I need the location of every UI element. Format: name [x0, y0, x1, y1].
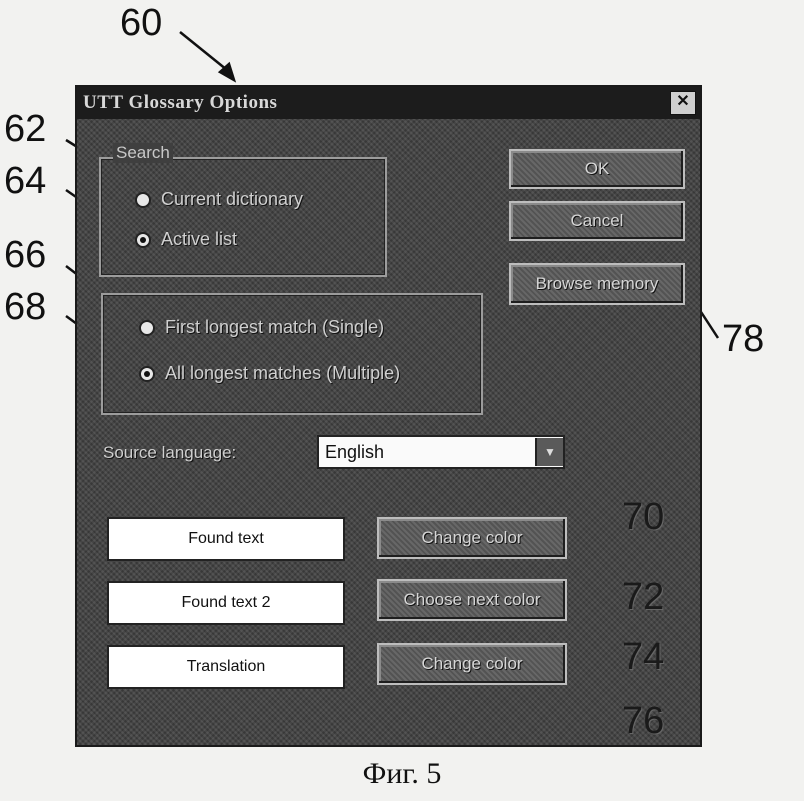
radio-button[interactable]	[139, 320, 155, 336]
cancel-button[interactable]: Cancel	[509, 201, 685, 241]
ref-76: 76	[622, 702, 664, 740]
radio-label: Active list	[161, 229, 237, 250]
ref-66: 66	[4, 236, 46, 274]
window-title: UTT Glossary Options	[83, 92, 277, 114]
radio-button[interactable]	[139, 366, 155, 382]
radio-label: Current dictionary	[161, 189, 303, 210]
chevron-down-icon[interactable]: ▼	[535, 438, 563, 466]
radio-current-dictionary[interactable]: Current dictionary	[135, 189, 303, 210]
ref-62: 62	[4, 110, 46, 148]
source-language-label: Source language:	[103, 443, 236, 463]
title-bar[interactable]: UTT Glossary Options ✕	[77, 87, 700, 119]
ref-64: 64	[4, 162, 46, 200]
radio-active-list[interactable]: Active list	[135, 229, 237, 250]
radio-all-longest-matches[interactable]: All longest matches (Multiple)	[139, 363, 400, 384]
glossary-options-dialog: UTT Glossary Options ✕ Search Current di…	[75, 85, 702, 747]
radio-label: All longest matches (Multiple)	[165, 363, 400, 384]
ref-74: 74	[622, 638, 664, 676]
radio-first-longest-match[interactable]: First longest match (Single)	[139, 317, 384, 338]
choose-next-color-button[interactable]: Choose next color	[377, 579, 567, 621]
ref-60: 60	[120, 4, 162, 42]
change-color-button-1[interactable]: Change color	[377, 517, 567, 559]
ok-button[interactable]: OK	[509, 149, 685, 189]
close-button[interactable]: ✕	[670, 91, 696, 115]
browse-memory-button[interactable]: Browse memory	[509, 263, 685, 305]
found-text-sample: Found text	[107, 517, 345, 561]
search-group-label: Search	[113, 143, 173, 163]
source-language-value: English	[319, 442, 535, 463]
close-icon: ✕	[676, 93, 689, 110]
change-color-button-2[interactable]: Change color	[377, 643, 567, 685]
radio-button[interactable]	[135, 232, 151, 248]
ref-72: 72	[622, 578, 664, 616]
search-group	[99, 157, 387, 277]
match-group	[101, 293, 483, 415]
ref-78: 78	[722, 320, 764, 358]
ref-68: 68	[4, 288, 46, 326]
radio-button[interactable]	[135, 192, 151, 208]
radio-label: First longest match (Single)	[165, 317, 384, 338]
found-text-2-sample: Found text 2	[107, 581, 345, 625]
figure-caption: Фиг. 5	[0, 757, 804, 791]
translation-sample: Translation	[107, 645, 345, 689]
ref-70: 70	[622, 498, 664, 536]
source-language-select[interactable]: English ▼	[317, 435, 565, 469]
